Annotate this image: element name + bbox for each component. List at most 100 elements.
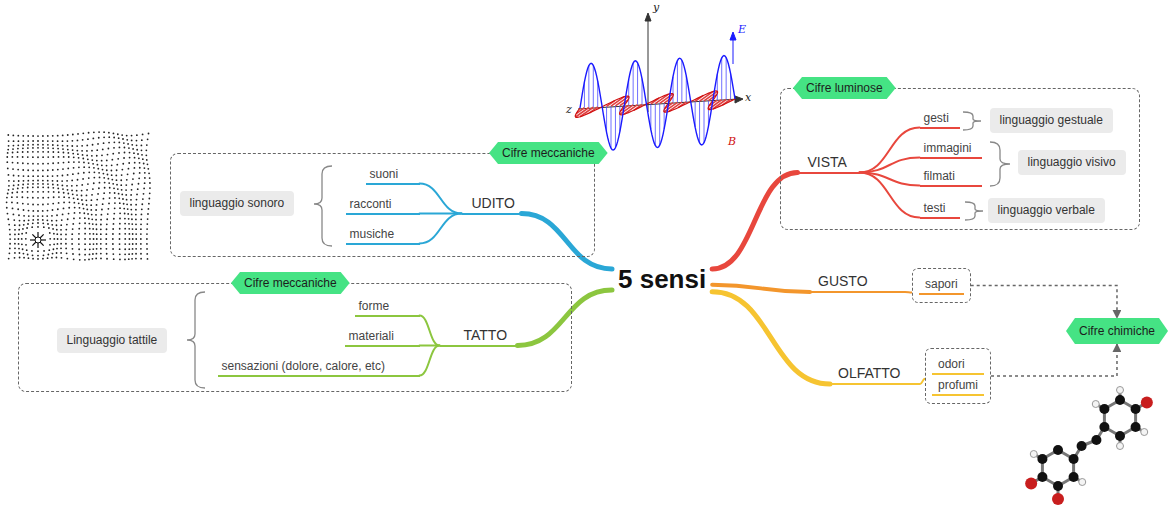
field-dot [13, 175, 15, 177]
field-dot [132, 148, 134, 150]
field-dot [100, 228, 102, 230]
field-dot [113, 137, 115, 139]
field-dot [60, 224, 62, 226]
field-dot [83, 208, 85, 210]
field-dot [144, 172, 146, 174]
wave-hatch [659, 103, 660, 145]
wave-hatch [611, 106, 612, 148]
field-dot [13, 145, 15, 147]
field-dot [83, 162, 85, 164]
field-dot [124, 259, 126, 261]
field-dot [85, 199, 87, 201]
field-dot [123, 203, 125, 205]
field-dot [82, 139, 84, 141]
branch-line [420, 184, 462, 214]
field-dot [57, 243, 59, 245]
category-badge: Cifre meccaniche [489, 142, 608, 164]
field-dot [141, 203, 143, 205]
field-dot [146, 248, 148, 250]
field-dot [17, 162, 19, 164]
field-dot [37, 144, 39, 146]
atom [1037, 472, 1047, 482]
branch-line [712, 173, 797, 270]
field-dot [103, 142, 105, 144]
field-dot [6, 207, 8, 209]
field-dot [135, 223, 137, 225]
field-dot [47, 144, 49, 146]
field-dot [62, 134, 64, 136]
field-dot [22, 147, 24, 149]
category-badge: Cifre chimiche [1066, 318, 1168, 344]
leaf-topic: suoni [366, 166, 420, 185]
field-dot [78, 243, 80, 245]
atom [1092, 401, 1099, 408]
field-dot [28, 210, 30, 212]
field-dot [32, 144, 34, 146]
field-dot [93, 243, 95, 245]
field-dot [112, 183, 114, 185]
field-dot [141, 213, 143, 215]
field-dot [97, 168, 99, 170]
field-dot [146, 253, 148, 255]
field-dot [21, 238, 23, 240]
field-dot [128, 258, 130, 260]
wave-hatch [633, 63, 634, 105]
leaf-text: racconti [350, 196, 416, 212]
field-dot [18, 180, 20, 182]
field-dot [37, 163, 39, 165]
field-dot [52, 147, 54, 149]
field-dot [58, 156, 60, 158]
atom [1069, 472, 1079, 482]
field-dot [88, 162, 90, 164]
leaf-topic: gesti [920, 110, 960, 129]
field-dot [71, 145, 73, 147]
field-dot [119, 207, 121, 209]
field-dot [86, 145, 88, 147]
leaf-topic: materiali [345, 328, 420, 347]
field-dot [119, 146, 121, 148]
field-dot [51, 220, 53, 222]
field-dot [97, 193, 99, 195]
field-dot [148, 203, 150, 205]
field-dot [14, 238, 16, 240]
field-dot [119, 223, 121, 225]
field-dot [62, 214, 64, 216]
language-box: Linguaggio tattile [57, 328, 168, 353]
field-dot [65, 243, 67, 245]
field-dot [37, 140, 39, 142]
field-dot [26, 227, 28, 229]
field-dot [140, 258, 142, 260]
branch-line [712, 285, 810, 292]
field-dot [11, 192, 13, 194]
field-dot [23, 215, 25, 217]
field-dot [98, 131, 100, 133]
field-dot [27, 187, 29, 189]
field-dot [47, 156, 49, 158]
field-dot [52, 156, 54, 158]
field-dot [14, 243, 16, 245]
field-dot [28, 215, 30, 217]
field-dot [124, 223, 126, 225]
field-dot [78, 233, 80, 235]
leaf-text: suoni [370, 166, 416, 182]
field-dot [140, 248, 142, 250]
field-dot [139, 172, 141, 174]
field-dot [12, 134, 14, 136]
badge-text: Cifre chimiche [1079, 324, 1155, 338]
field-dot [128, 233, 130, 235]
field-dot [132, 248, 134, 250]
field-dot [32, 140, 34, 142]
field-dot [111, 174, 113, 176]
field-dot [47, 140, 49, 142]
field-dot [9, 229, 11, 231]
field-dot [89, 233, 91, 235]
field-dot [147, 168, 149, 170]
wave-hatch [681, 60, 682, 102]
field-dot [138, 177, 140, 179]
field-dot [81, 199, 83, 201]
leaf-topic: racconti [346, 196, 420, 215]
field-dot [93, 177, 95, 179]
atom [1141, 397, 1153, 409]
field-dot [32, 254, 34, 256]
field-dot [32, 191, 34, 193]
